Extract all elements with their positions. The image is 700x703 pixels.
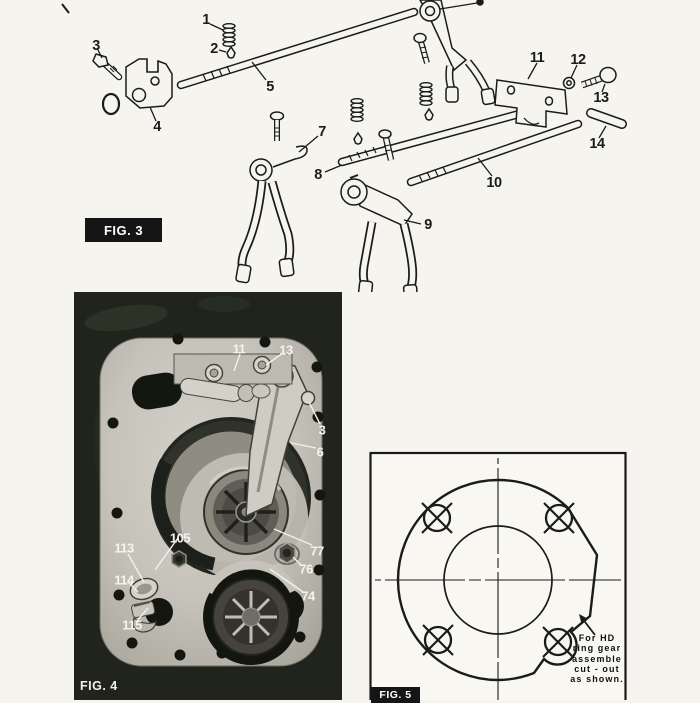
- callout-13: 13: [593, 90, 609, 106]
- callout-14: 14: [589, 136, 605, 152]
- callout-13: 13: [279, 342, 293, 358]
- bolt-top: [413, 32, 430, 64]
- fig5-note-text: For HD ring gear assemble cut - out as s…: [563, 633, 631, 684]
- callout-105: 105: [169, 530, 191, 546]
- pin-14: [586, 108, 627, 129]
- callout-1: 1: [202, 12, 210, 28]
- spring-mid: [350, 97, 364, 122]
- fig3-drawing: [61, 0, 627, 292]
- callout-2: 2: [210, 41, 218, 57]
- leader-dot-6: [476, 0, 484, 6]
- scan-mark: [61, 3, 70, 14]
- callout-113: 113: [114, 540, 134, 556]
- bolt-3: [92, 53, 123, 81]
- callout-114: 114: [114, 572, 134, 588]
- callout-3: 3: [92, 38, 100, 54]
- clamp-parts: [129, 577, 159, 633]
- fig4-leader-lines: [127, 352, 321, 623]
- callout-6: 6: [316, 444, 324, 460]
- bolt-13: [580, 66, 617, 89]
- nut-76: [274, 542, 300, 565]
- note-line: as shown.: [570, 674, 624, 685]
- callout-77: 77: [310, 543, 324, 559]
- callout-76: 76: [299, 561, 313, 577]
- lower-gear: [203, 560, 299, 665]
- callout-5: 5: [266, 79, 274, 95]
- washer-12: [562, 76, 576, 90]
- note-line: cut - out: [574, 663, 620, 674]
- note-line: For HD: [578, 633, 616, 643]
- rail-bracket-4: [101, 58, 173, 116]
- fig5-drawing: [369, 451, 627, 700]
- spring-top: [419, 81, 433, 106]
- callout-12: 12: [570, 52, 586, 68]
- fig4-label: FIG. 4: [80, 679, 118, 693]
- shift-rail-5: [176, 7, 419, 90]
- callout-74: 74: [301, 588, 315, 604]
- callout-7: 7: [318, 124, 326, 140]
- shift-fork-9: [340, 174, 419, 292]
- fig3-leader-lines: [97, 2, 607, 225]
- callout-9: 9: [424, 217, 432, 233]
- plate-outline: [396, 478, 599, 682]
- bracket-11: [494, 79, 568, 128]
- bolt-3-photo: [300, 390, 316, 406]
- nut-center: [171, 550, 187, 568]
- detent-2: [226, 45, 236, 59]
- inner-circle: [443, 525, 553, 635]
- bolt-hole-marks: [421, 502, 575, 658]
- callout-11: 11: [529, 50, 545, 66]
- callout-4: 4: [153, 119, 161, 135]
- callout-3: 3: [318, 422, 326, 438]
- pin-8: [378, 129, 395, 161]
- note-arrow: [579, 614, 596, 636]
- callout-8: 8: [314, 167, 322, 183]
- spring-1: [222, 23, 236, 48]
- fig5-label: FIG. 5: [371, 687, 420, 703]
- shift-fork-top: [419, 0, 496, 106]
- fig4-photo: [74, 292, 342, 700]
- note-line: assemble: [572, 653, 622, 664]
- note-line: ring gear: [572, 643, 622, 654]
- shift-fork-7: [235, 111, 308, 284]
- detent-mid: [353, 131, 363, 145]
- callout-10: 10: [486, 175, 502, 191]
- callout-11: 11: [232, 341, 246, 357]
- detent-top: [424, 107, 434, 121]
- shift-rail-10: [406, 119, 583, 187]
- plate-oval-cutout: [131, 372, 183, 410]
- fig3-label: FIG. 3: [85, 218, 162, 242]
- callout-115: 115: [122, 617, 142, 633]
- lever-arm-6: [245, 359, 316, 518]
